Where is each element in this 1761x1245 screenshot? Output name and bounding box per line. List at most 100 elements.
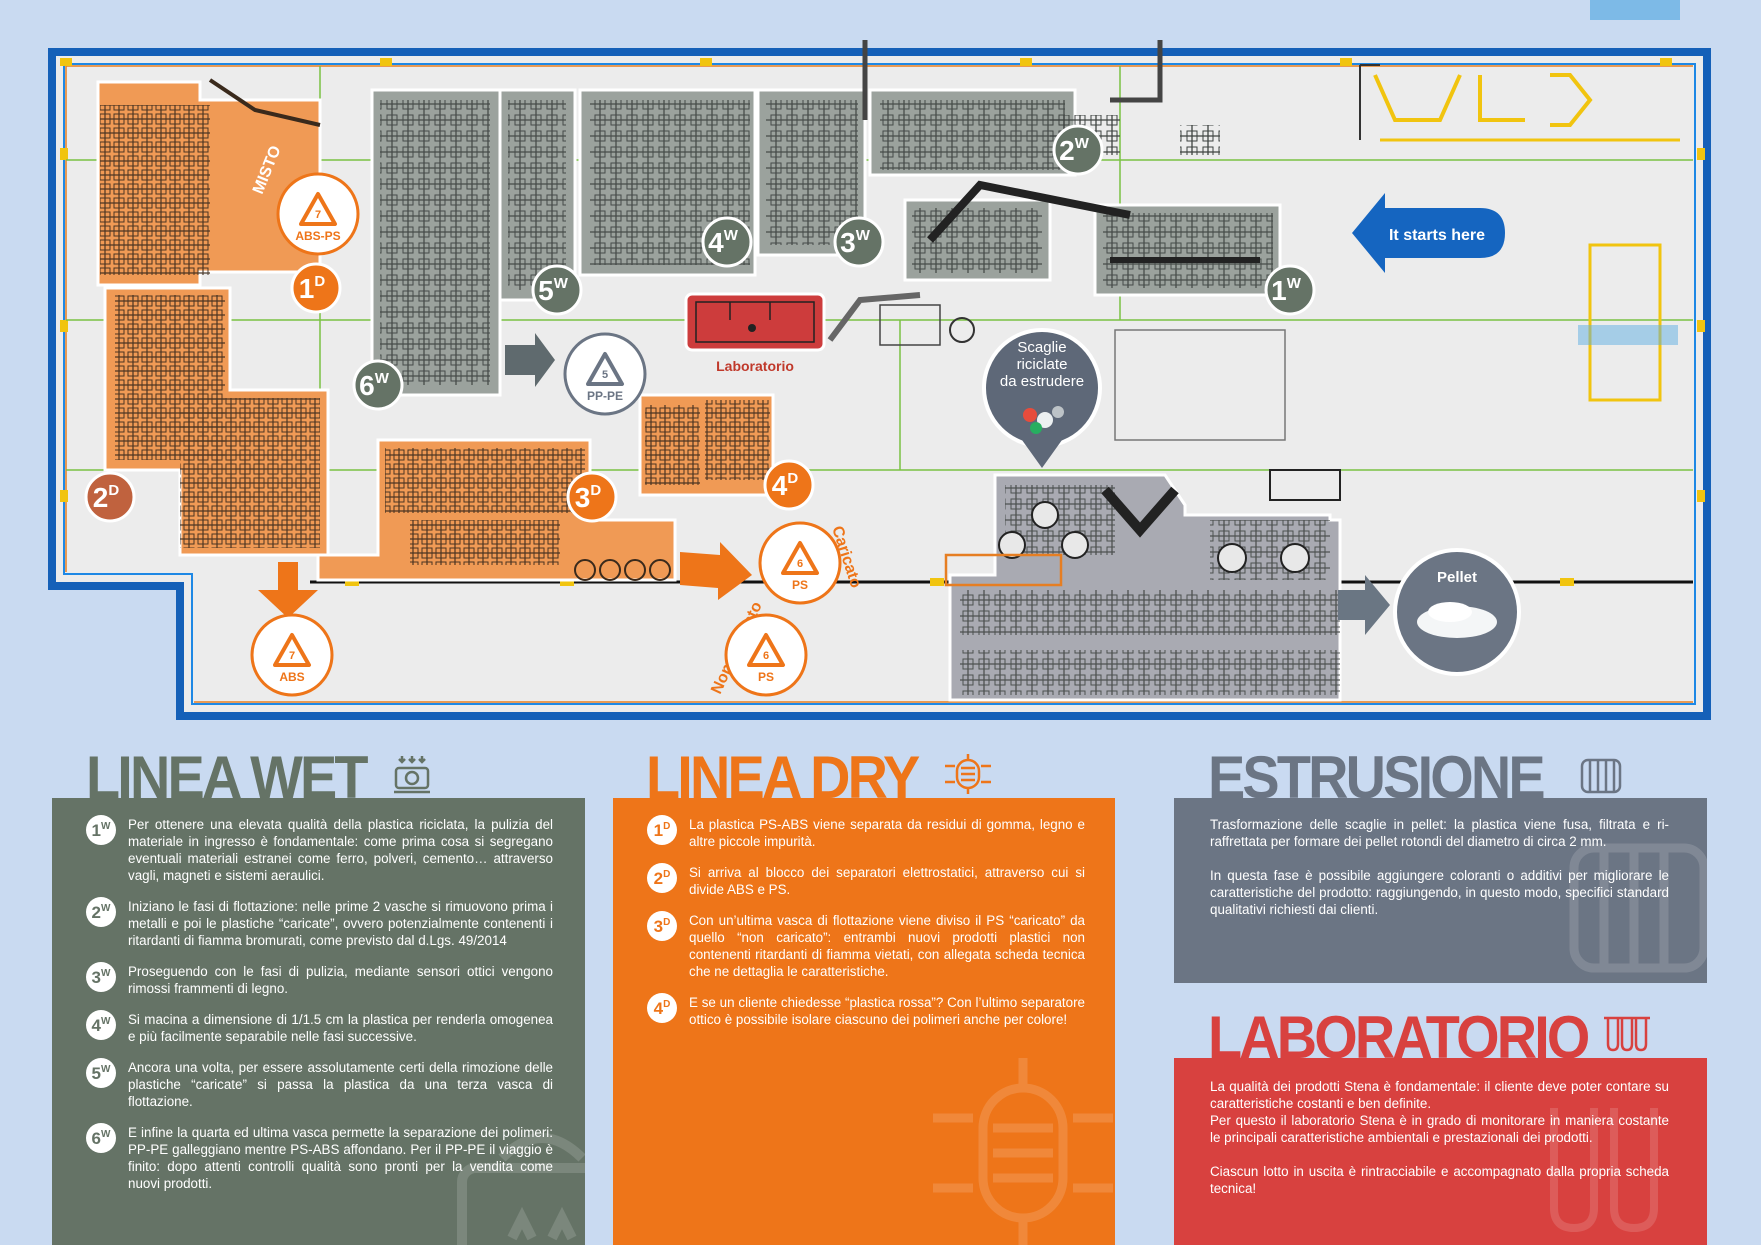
estrusione-icon (1580, 758, 1622, 794)
recycle-code: 5 (602, 369, 608, 381)
step-marker-label: 5W (538, 275, 569, 306)
step-marker-label: 6W (359, 370, 390, 401)
dry-icon (945, 754, 991, 794)
estrusione-paragraph-1: Trasformazione delle scaglie in pellet: … (1210, 817, 1669, 849)
step-text: Si macina a dimensione di 1/1.5 cm la pl… (128, 1012, 553, 1044)
recycle-code: 6 (763, 650, 769, 662)
recycle-badge: 5PP-PE (563, 332, 647, 416)
step-text: E se un cliente chiedesse “plastica ross… (689, 995, 1085, 1027)
step-text: La plastica PS-ABS viene separata da res… (689, 817, 1085, 849)
step-marker: 1W (1264, 264, 1316, 316)
laboratorio-paragraph-2: Per questo il laboratorio Stena è in gra… (1210, 1113, 1669, 1145)
step-markers: 1W 2W 3W 4W 5W 6W 1D 2D 3D 4D (84, 124, 1316, 523)
wet-watermark-icon (457, 1133, 585, 1245)
laboratorio-title: LABORATORIO (1208, 1004, 1590, 1071)
scaglie-label-line: da estrudere (1000, 373, 1084, 390)
step-text: Con un’ultima vasca di flottazione viene… (689, 913, 1085, 979)
lab-label: Laboratorio (716, 358, 794, 374)
recycle-material: ABS (279, 670, 304, 684)
wet-icon (394, 756, 430, 794)
recycle-badge: 6PS (724, 613, 808, 697)
estrusione-title: ESTRUSIONE (1208, 744, 1546, 811)
step-marker-label: 3W (840, 227, 871, 258)
pellet-bubble: Pellet (1393, 548, 1521, 676)
dry-title: LINEA DRY (646, 744, 920, 811)
laboratorio-paragraph-3: Ciascun lotto in uscita è rintracciabile… (1210, 1164, 1669, 1196)
svg-text:Pellet: Pellet (1437, 569, 1477, 586)
recycle-material: PP-PE (587, 389, 623, 403)
scaglie-label-line: riciclate (1017, 356, 1068, 373)
step-text: Per ottenere una elevata qualità della p… (128, 817, 553, 883)
recycle-material: ABS-PS (295, 229, 340, 243)
laboratorio-paragraph-1: La qualità dei prodotti Stena è fondamen… (1210, 1079, 1669, 1111)
scaglie-label-line: Scaglie (1017, 339, 1066, 356)
step-marker: 5W (531, 264, 583, 316)
recycle-material: PS (792, 578, 808, 592)
recycle-code: 7 (315, 209, 321, 221)
step-text: Proseguendo con le fasi di pulizia, medi… (128, 964, 553, 996)
start-arrow: It starts here (1352, 193, 1505, 273)
wet-line-machinery (370, 40, 1282, 397)
lab-room (684, 292, 975, 352)
recycle-code: 7 (289, 650, 295, 662)
step-text: Si arriva al blocco dei separatori elett… (689, 865, 1085, 897)
step-marker-label: 2D (93, 482, 120, 513)
recycle-code: 6 (797, 558, 803, 570)
estrusione-panel: Trasformazione delle scaglie in pellet: … (1174, 798, 1707, 983)
step-marker: 4D (763, 459, 815, 511)
laboratorio-icon (1604, 1016, 1650, 1052)
wet-title: LINEA WET (86, 744, 368, 811)
step-marker-label: 1W (1271, 275, 1302, 306)
flow-arrows (258, 333, 1390, 635)
step-marker: 2D (84, 471, 136, 523)
step-marker: 2W (1052, 124, 1104, 176)
step-marker: 6W (352, 359, 404, 411)
step-marker: 1D (290, 262, 342, 314)
laboratorio-panel: La qualità dei prodotti Stena è fondamen… (1174, 1058, 1707, 1245)
step-marker: 3W (833, 216, 885, 268)
dry-line-machinery (96, 78, 775, 582)
step-marker: 4W (701, 216, 753, 268)
step-text: E infine la quarta ed ultima vasca perme… (128, 1125, 553, 1191)
estrusione-watermark-icon (1569, 843, 1707, 973)
step-marker-label: 4W (708, 227, 739, 258)
step-marker: 3D (566, 471, 618, 523)
estrusione-paragraph-2: In questa fase è possibile aggiungere co… (1210, 868, 1669, 917)
step-marker-label: 3D (575, 482, 602, 513)
extrusion-machinery (944, 469, 1342, 702)
laboratorio-watermark-icon (1550, 1108, 1658, 1233)
step-marker-label: 4D (772, 470, 799, 501)
step-marker-label: 2W (1059, 135, 1090, 166)
step-text: Ancora una volta, per essere assolutamen… (128, 1060, 553, 1109)
step-marker-label: 1D (299, 273, 326, 304)
recycle-badge: 6PS (758, 521, 842, 605)
dry-watermark-icon (933, 1058, 1113, 1245)
